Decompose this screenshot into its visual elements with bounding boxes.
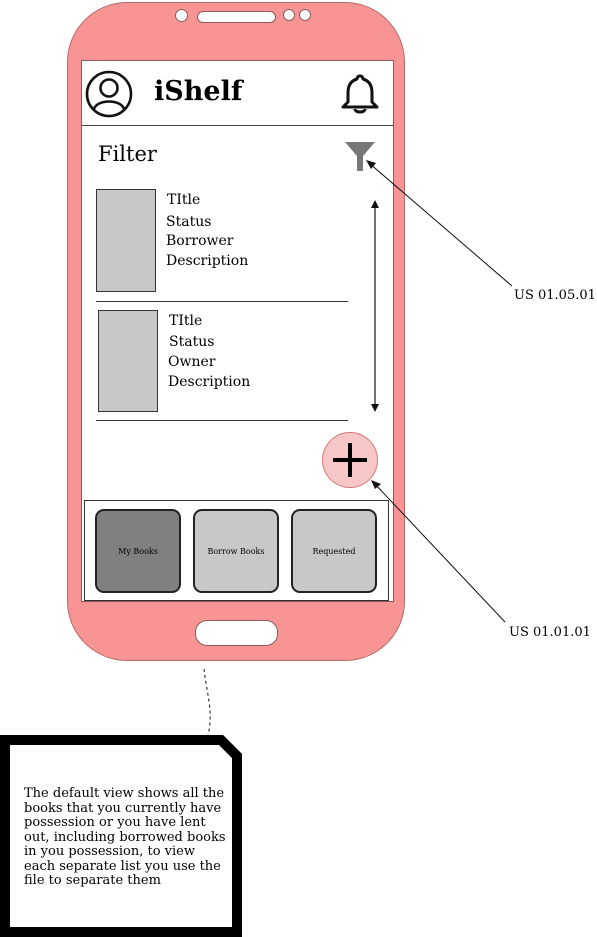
header-divider [82,125,393,126]
user-story-label: US 01.05.01 [514,288,596,303]
plus-icon[interactable] [332,442,368,478]
book-title-label: TItle [167,192,201,208]
book-title-label: TItle [169,313,203,329]
nav-my-books-button[interactable]: My Books [95,509,181,593]
user-circle-icon[interactable] [85,70,135,120]
note-shape [0,735,242,937]
funnel-icon[interactable] [343,140,377,174]
list-separator [96,420,348,421]
front-camera [175,9,188,22]
sensor-dot [299,9,311,21]
app-title: iShelf [154,76,243,107]
book-status-label: Status [166,214,212,230]
nav-my-books-label: My Books [118,546,158,556]
book-status-label: Status [169,334,215,350]
bell-icon[interactable] [338,71,382,115]
book-description-label: Description [166,253,249,269]
nav-requested-label: Requested [312,546,356,556]
nav-borrow-books-button[interactable]: Borrow Books [193,509,279,593]
filter-label[interactable]: Filter [98,142,157,166]
note-text: The default view shows all the books tha… [24,786,226,888]
sensor-dot [283,9,295,21]
nav-requested-button[interactable]: Requested [291,509,377,593]
speaker-slot [197,11,276,23]
user-story-label: US 01.01.01 [509,625,591,640]
book-thumbnail[interactable] [96,189,156,292]
vertical-double-arrow-icon[interactable] [366,198,384,414]
list-separator [96,301,348,302]
book-thumbnail[interactable] [98,310,158,412]
nav-borrow-books-label: Borrow Books [207,546,265,556]
book-description-label: Description [168,374,251,390]
book-owner-label: Owner [168,354,216,370]
book-borrower-label: Borrower [166,233,234,249]
home-button[interactable] [195,620,278,646]
